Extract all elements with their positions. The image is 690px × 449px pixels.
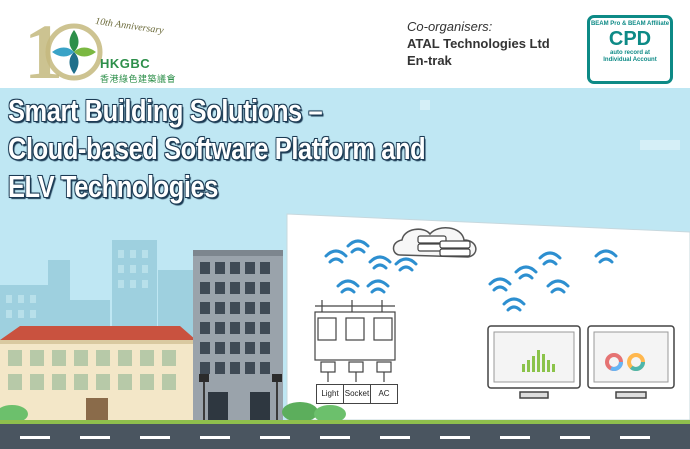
logo-name-zh: 香港綠色建築議會 <box>100 74 177 84</box>
cpd-label: CPD <box>608 28 652 50</box>
title-line-2: Cloud-based Software Platform and <box>8 131 426 166</box>
device-label-light: Light <box>316 384 344 404</box>
coorganisers: Co-organisers: ATAL Technologies Ltd En-… <box>407 18 550 69</box>
low-rise-building <box>0 326 196 420</box>
page-title: Smart Building Solutions – Cloud-based S… <box>8 92 426 206</box>
cpd-badge: BEAM Pro & BEAM Affiliate CPD auto recor… <box>587 15 673 84</box>
coorganiser-entrak: En-trak <box>407 53 452 68</box>
cpd-top-text: BEAM Pro & BEAM Affiliate <box>590 21 670 27</box>
tall-building <box>193 250 283 420</box>
logo-icon: 1 <box>24 8 103 84</box>
cloud-server-icon <box>392 227 477 258</box>
road <box>0 420 690 449</box>
cpd-bottom-line2: Individual Account <box>603 57 657 63</box>
meter-panel <box>314 300 396 382</box>
coorganiser-atal: ATAL Technologies Ltd <box>407 36 550 51</box>
hkgbc-logo: 1 10th Anniversary HKGBC 香港綠色建築議會 <box>22 8 212 84</box>
device-label-ac: AC <box>370 384 398 404</box>
wifi-icon <box>324 239 618 312</box>
cpd-bottom-line1: auto record at <box>609 50 650 56</box>
street-lamp-icon <box>203 380 278 420</box>
coorganisers-label: Co-organisers: <box>407 19 493 34</box>
tree-icon <box>0 402 346 423</box>
logo-name: HKGBC <box>100 56 151 71</box>
title-line-3: ELV Technologies <box>8 169 219 204</box>
title-line-1: Smart Building Solutions – <box>8 93 323 128</box>
header <box>0 0 690 88</box>
device-label-socket: Socket <box>343 384 371 404</box>
